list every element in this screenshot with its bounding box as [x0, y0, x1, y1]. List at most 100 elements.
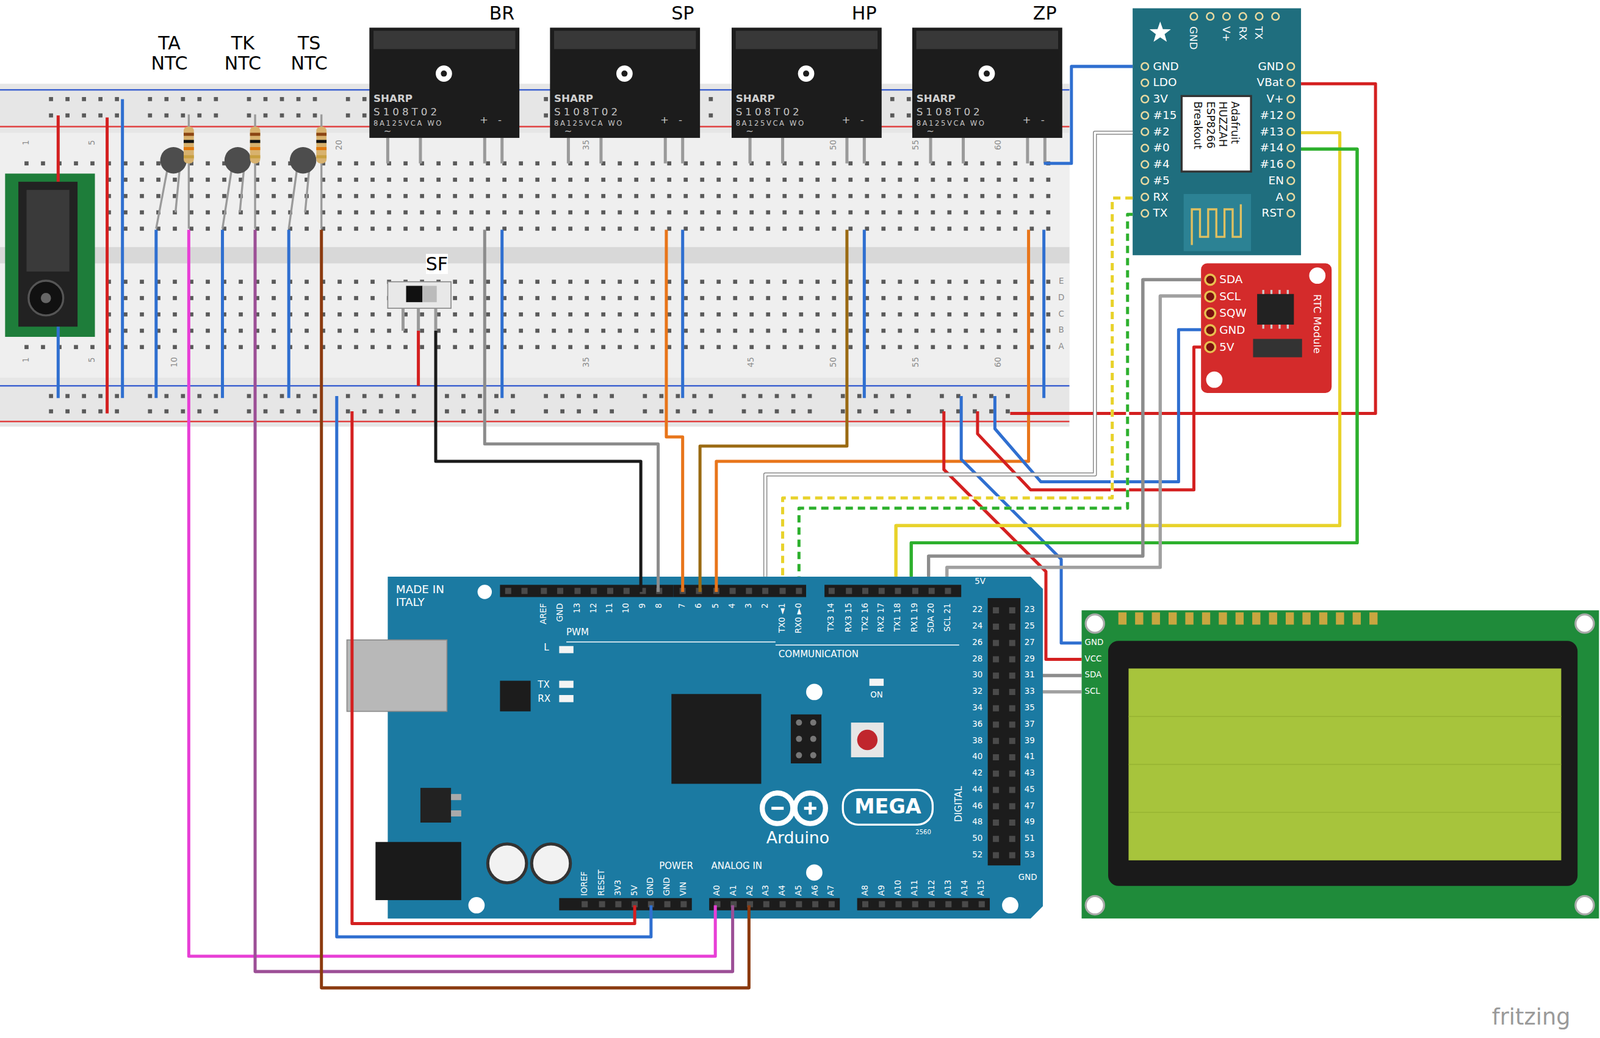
- board-label: 51: [1024, 834, 1035, 844]
- pin-header: [1286, 144, 1295, 152]
- board-label: MEGA: [854, 795, 921, 819]
- pin-header: [978, 901, 985, 908]
- breadboard-hole: [848, 177, 853, 182]
- breadboard-hole: [164, 97, 169, 102]
- breadboard-hole: [930, 312, 935, 317]
- breadboard-hole: [650, 210, 655, 215]
- column-number: 55: [911, 139, 921, 151]
- breadboard-hole: [864, 210, 869, 215]
- breadboard-hole: [980, 312, 985, 317]
- breadboard-hole: [601, 226, 606, 231]
- breadboard-hole: [403, 344, 408, 350]
- breadboard-hole: [642, 409, 647, 414]
- breadboard-hole: [716, 194, 721, 199]
- breadboard-hole: [90, 344, 95, 350]
- arduino-board: [558, 898, 692, 911]
- arduino-board: [673, 584, 807, 597]
- relay-body: [912, 27, 1063, 138]
- thermistor-symbol: [156, 169, 168, 229]
- breadboard-hole: [807, 409, 813, 414]
- column-number: 1: [21, 140, 32, 146]
- breadboard-hole: [469, 295, 474, 301]
- breadboard-hole: [749, 344, 754, 350]
- breadboard-hole: [980, 177, 985, 182]
- breadboard-hole: [634, 328, 639, 334]
- breadboard-hole: [963, 328, 968, 334]
- breadboard-hole: [337, 295, 342, 301]
- relay-body: [803, 70, 810, 77]
- relay-marking: 8A125VCA WO: [373, 119, 444, 128]
- pin-header: [1205, 341, 1216, 353]
- pin-header: [729, 587, 736, 594]
- breadboard-hole: [782, 328, 787, 334]
- pin-label: #13: [1260, 125, 1284, 138]
- breadboard-hole: [584, 177, 589, 182]
- breadboard-hole: [172, 312, 177, 317]
- wire-connector: [798, 214, 1133, 577]
- breadboard-hole: [238, 344, 243, 350]
- arduino-board: [869, 678, 884, 686]
- thermistor-symbol: [288, 169, 297, 229]
- breadboard-hole: [213, 409, 218, 414]
- breadboard-hole: [189, 210, 194, 215]
- breadboard-hole: [238, 295, 243, 301]
- breadboard-hole: [419, 210, 425, 215]
- breadboard-hole: [304, 344, 309, 350]
- breadboard-hole: [709, 113, 714, 118]
- breadboard-hole: [1046, 194, 1051, 199]
- breadboard-hole: [1029, 177, 1034, 182]
- relay-body: [599, 137, 603, 164]
- breadboard-hole: [749, 295, 754, 301]
- breadboard-hole: [914, 210, 919, 215]
- arduino-board: [775, 644, 960, 646]
- breadboard-hole: [576, 409, 581, 414]
- breadboard-hole: [370, 161, 375, 166]
- jumper-wire: [416, 330, 420, 386]
- breadboard-hole: [370, 226, 375, 231]
- relay-marking: SHARP: [735, 92, 775, 104]
- pin-header: [1152, 612, 1161, 625]
- breadboard-hole: [114, 113, 119, 118]
- relay-marking: ~: [745, 126, 754, 137]
- breadboard-hole: [890, 113, 895, 118]
- pin-header: [762, 587, 769, 594]
- column-number: 60: [994, 139, 1004, 151]
- breadboard-hole: [732, 344, 738, 350]
- thermistor-symbol: [160, 147, 187, 174]
- lcd-display: [1128, 811, 1561, 813]
- relay-body: [1025, 137, 1029, 164]
- breadboard-hole: [337, 226, 342, 231]
- pin-header: [1286, 176, 1295, 185]
- board-label: COMMUNICATION: [778, 649, 859, 660]
- thermistor-symbol: [289, 147, 317, 174]
- breadboard-hole: [947, 344, 952, 350]
- relay-body: [862, 137, 866, 164]
- breadboard-hole: [485, 328, 491, 334]
- arduino-board: [487, 843, 527, 883]
- breadboard-hole: [98, 97, 103, 102]
- breadboard-hole: [881, 328, 886, 334]
- pin-header: [992, 819, 999, 826]
- breadboard-hole: [551, 295, 556, 301]
- pin-header: [1235, 612, 1244, 625]
- breadboard-hole: [378, 409, 384, 414]
- breadboard-hole: [238, 226, 243, 231]
- breadboard-hole: [831, 312, 837, 317]
- board-label: A8: [861, 885, 871, 897]
- pin-label: #0: [1153, 141, 1170, 154]
- board-label: 4: [727, 603, 738, 610]
- board-label: 45: [1024, 785, 1035, 795]
- board-label: GND: [555, 603, 566, 623]
- pin-header: [1205, 274, 1216, 353]
- jumper-wire: [994, 329, 1201, 482]
- relay-body: [978, 65, 996, 82]
- dc-jack: [18, 181, 78, 327]
- wire-connector: [782, 197, 1134, 577]
- rtc-board: [1252, 338, 1302, 357]
- board-label: 24: [972, 621, 983, 631]
- arduino-board: [499, 681, 531, 712]
- breadboard-hole: [419, 312, 425, 317]
- breadboard-hole: [271, 226, 276, 231]
- dc-jack: [26, 189, 69, 272]
- breadboard-hole: [164, 409, 169, 414]
